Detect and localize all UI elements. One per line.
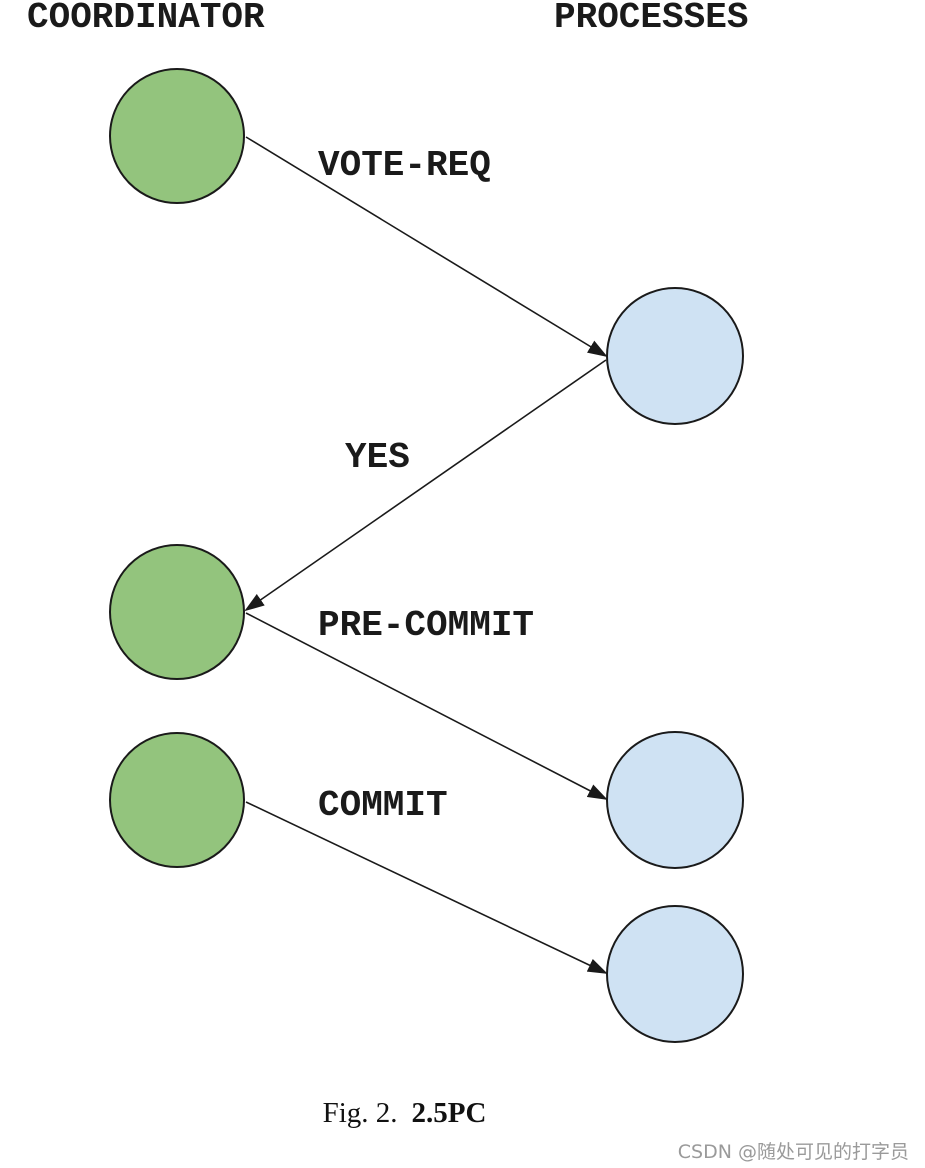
coordinator-node xyxy=(109,732,245,868)
pre-commit-label: PRE-COMMIT xyxy=(318,605,534,646)
watermark: CSDN @随处可见的打字员 xyxy=(677,1141,909,1163)
process-node xyxy=(606,905,744,1043)
coordinator-node xyxy=(109,544,245,680)
caption-title: 2.5PC xyxy=(411,1097,487,1129)
yes-label: YES xyxy=(345,437,410,478)
caption-prefix: Fig. 2. xyxy=(322,1097,398,1129)
coordinator-node xyxy=(109,68,245,204)
yes-arrow xyxy=(244,359,607,612)
pre-commit-arrow xyxy=(245,612,608,800)
coordinator-header: COORDINATOR xyxy=(27,0,265,38)
vote-req-arrow xyxy=(245,136,608,358)
commit-label: COMMIT xyxy=(318,785,448,826)
process-node xyxy=(606,287,744,425)
protocol-diagram: VOTE-REQ YES PRE-COMMIT COMMIT xyxy=(109,68,744,1043)
commit-arrow xyxy=(245,801,608,974)
vote-req-label: VOTE-REQ xyxy=(318,145,491,186)
figure-caption: Fig. 2. 2.5PC xyxy=(0,1097,925,1130)
processes-header: PROCESSES xyxy=(554,0,749,38)
process-node xyxy=(606,731,744,869)
